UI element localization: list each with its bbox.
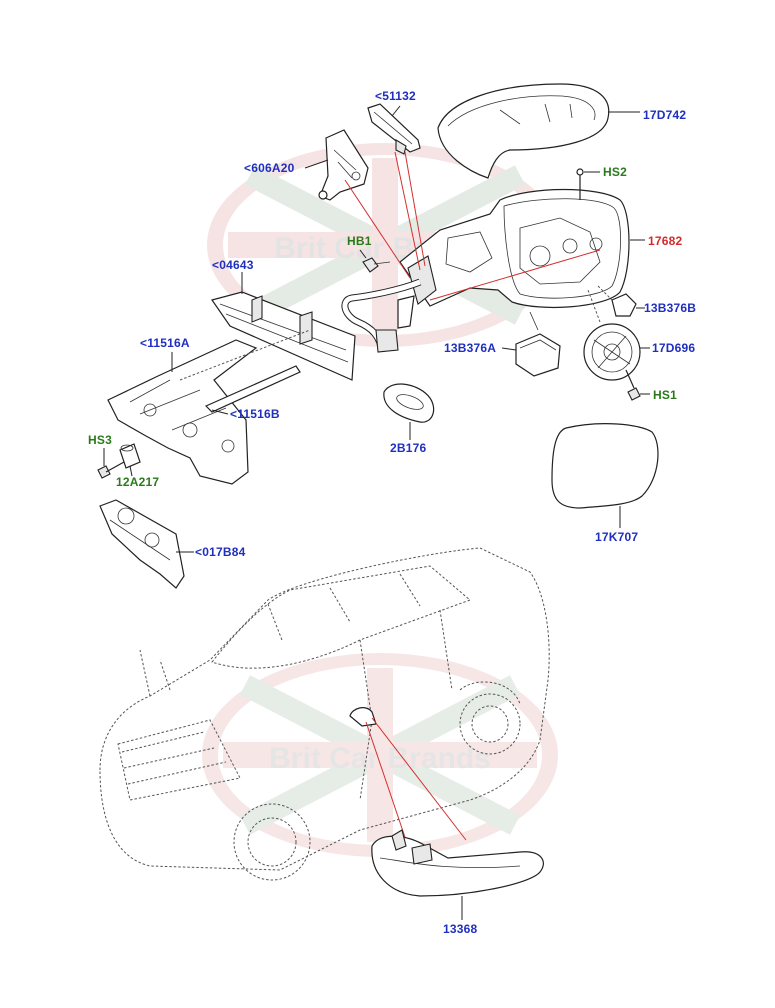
label-11516B: <11516B [230, 407, 280, 421]
part-12A217 [119, 443, 141, 477]
part-51132 [367, 103, 421, 155]
part-13B376B [597, 285, 645, 317]
label-04643: <04643 [212, 258, 254, 272]
label-2B176: 2B176 [390, 441, 427, 455]
label-HS3: HS3 [88, 433, 112, 447]
label-606A20: <606A20 [244, 161, 295, 175]
watermark-text-bottom: Brit Car Brands [269, 742, 491, 775]
part-13368 [371, 829, 544, 920]
label-17K707: 17K707 [595, 530, 639, 544]
label-11516A: <11516A [140, 336, 190, 350]
part-17D696 [583, 289, 650, 381]
part-2B176 [383, 383, 435, 440]
label-51132: <51132 [375, 89, 416, 103]
red-leaders-top [344, 151, 601, 301]
label-17682: 17682 [648, 234, 683, 248]
label-17D696: 17D696 [652, 341, 696, 355]
label-12A217: 12A217 [116, 475, 160, 489]
part-17682 [399, 188, 645, 309]
part-HB1 [359, 249, 391, 273]
vehicle-outline [99, 547, 550, 881]
label-13368: 13368 [443, 922, 478, 936]
part-11516B [204, 365, 301, 415]
wiring-harness [341, 278, 422, 353]
label-13B376A: 13B376A [444, 341, 497, 355]
label-HS1: HS1 [653, 388, 677, 402]
label-13B376B: 13B376B [644, 301, 697, 315]
part-HS3 [97, 448, 125, 479]
watermark-bottom: Brit Car Brands [202, 653, 558, 857]
part-017B84 [99, 499, 194, 589]
label-HS2: HS2 [603, 165, 627, 179]
part-17K707 [551, 423, 659, 528]
label-HB1: HB1 [347, 234, 372, 248]
part-HS1 [625, 369, 650, 401]
part-04643 [211, 272, 356, 381]
part-606A20 [304, 129, 369, 201]
part-HS2 [576, 168, 600, 200]
part-11516A [107, 329, 311, 485]
part-13B376A [501, 311, 561, 377]
label-17D742: 17D742 [643, 108, 687, 122]
label-017B84: <017B84 [195, 545, 246, 559]
part-17D742 [437, 83, 640, 179]
